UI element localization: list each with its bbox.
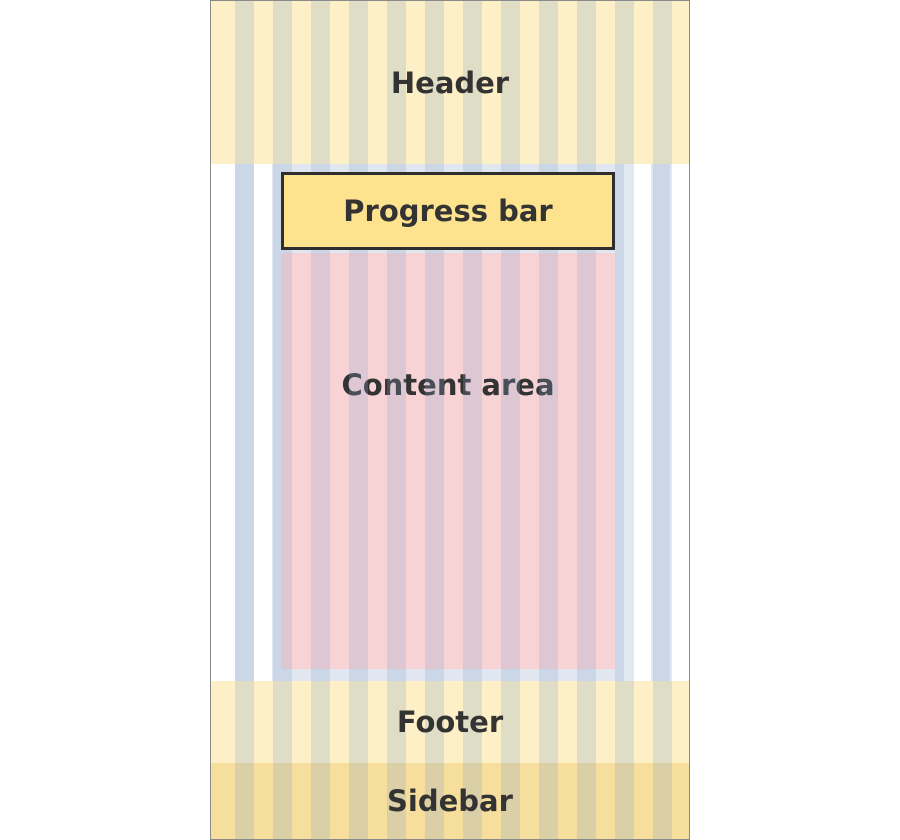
content-area-region: Content area [281,253,615,669]
header-region: Header [211,1,689,164]
header-label: Header [390,65,510,100]
progress-bar-region: Progress bar [281,172,615,250]
footer-region: Footer [211,681,689,763]
layout-frame: Header Content area Progress bar Footer … [210,0,690,840]
grid-column-left [235,164,254,681]
sidebar-region: Sidebar [211,763,689,839]
grid-column-right [651,164,670,681]
footer-label: Footer [396,705,504,739]
progress-bar-label: Progress bar [343,194,553,228]
sidebar-label: Sidebar [387,784,513,818]
content-area-label: Content area [341,368,555,402]
